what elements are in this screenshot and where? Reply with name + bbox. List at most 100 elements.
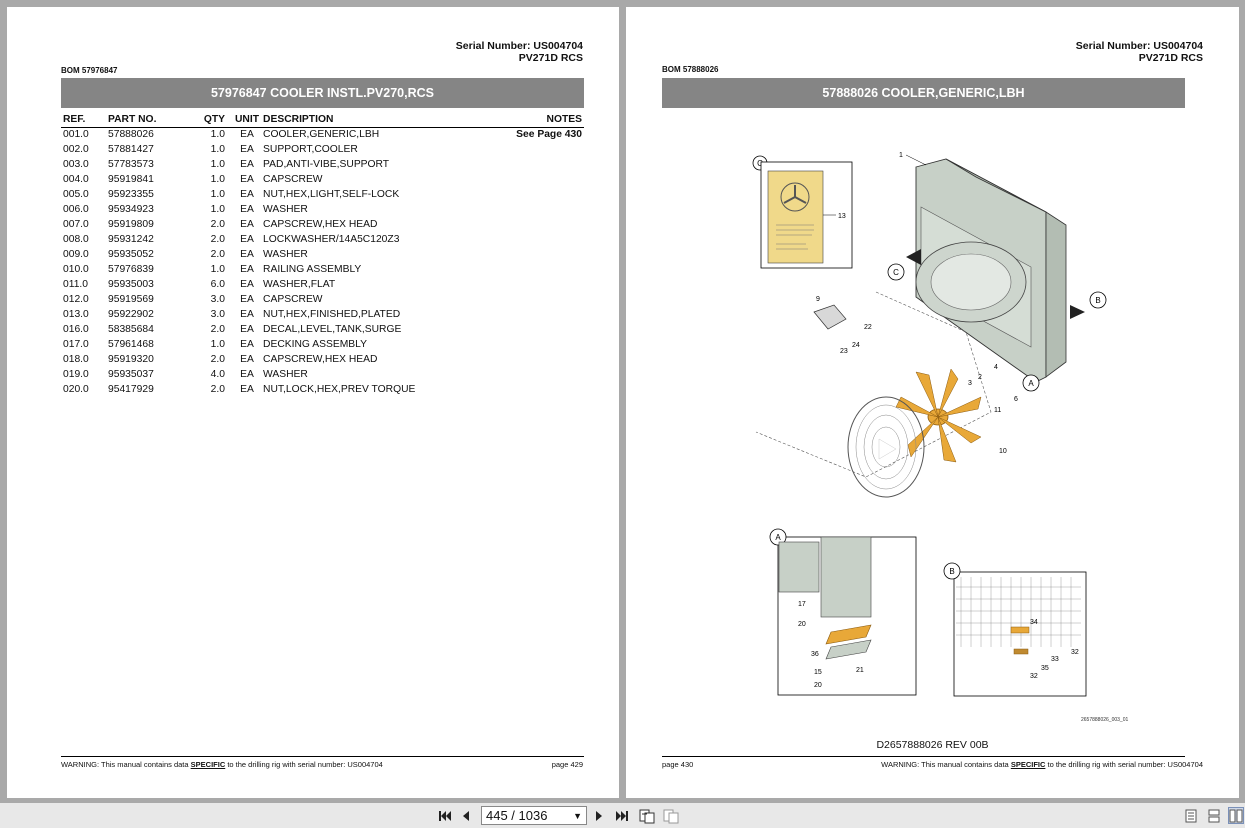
cell-part-no: 95931242 bbox=[108, 234, 154, 245]
cell-part-no: 95417929 bbox=[108, 384, 154, 395]
svg-text:24: 24 bbox=[852, 342, 860, 349]
cell-notes bbox=[501, 307, 584, 322]
cell-description: NUT,LOCK,HEX,PREV TORQUE bbox=[263, 384, 416, 395]
go-forward-icon bbox=[663, 809, 679, 823]
fan-blade-assembly bbox=[895, 368, 982, 463]
cell-qty: 1.0 bbox=[210, 204, 225, 215]
bom-label: BOM 57976847 bbox=[61, 66, 118, 75]
svg-text:11: 11 bbox=[994, 407, 1001, 414]
specific-emphasis: SPECIFIC bbox=[190, 760, 226, 769]
cell-notes bbox=[501, 202, 584, 217]
svg-text:1: 1 bbox=[899, 152, 903, 159]
cell-ref: 003.0 bbox=[63, 159, 89, 170]
page-number-select[interactable]: 445 / 1036 ▼ bbox=[481, 806, 587, 825]
svg-text:4: 4 bbox=[994, 364, 998, 371]
svg-text:B: B bbox=[1095, 296, 1100, 305]
page-number: page 430 bbox=[662, 760, 694, 769]
cell-qty: 1.0 bbox=[210, 264, 225, 275]
callout-c-ref bbox=[887, 263, 905, 281]
last-page-button[interactable] bbox=[614, 807, 630, 824]
callout-c-label: C bbox=[757, 159, 763, 168]
cell-part-no: 95935052 bbox=[108, 249, 154, 260]
arrow-to-b bbox=[1070, 305, 1085, 319]
first-page-button[interactable] bbox=[437, 807, 453, 824]
cell-description: RAILING ASSEMBLY bbox=[263, 264, 362, 275]
col-unit: UNIT bbox=[233, 112, 262, 128]
bom-title-banner: 57888026 COOLER,GENERIC,LBH bbox=[662, 78, 1185, 108]
svg-text:35: 35 bbox=[1041, 665, 1049, 672]
cell-description: NUT,HEX,LIGHT,SELF-LOCK bbox=[263, 189, 400, 200]
cell-part-no: 58385684 bbox=[108, 324, 154, 335]
anti-vibe-pad bbox=[825, 624, 872, 645]
svg-text:15: 15 bbox=[814, 669, 822, 676]
cell-description: DECAL,LEVEL,TANK,SURGE bbox=[263, 324, 402, 335]
cell-notes: See Page 430 bbox=[516, 129, 582, 141]
continuous-view-button[interactable] bbox=[1207, 807, 1221, 824]
svg-text:34: 34 bbox=[1030, 619, 1038, 626]
specific-emphasis: SPECIFIC bbox=[1010, 760, 1046, 769]
single-page-view-button[interactable] bbox=[1184, 807, 1198, 824]
cell-description: CAPSCREW bbox=[263, 174, 323, 185]
cell-qty: 1.0 bbox=[210, 159, 225, 170]
cell-ref: 010.0 bbox=[63, 264, 89, 275]
cell-qty: 1.0 bbox=[210, 189, 225, 200]
cell-part-no: 95919809 bbox=[108, 219, 154, 230]
cell-ref: 007.0 bbox=[63, 219, 89, 230]
next-page-icon bbox=[596, 810, 602, 821]
cell-unit: EA bbox=[240, 309, 254, 320]
cell-qty: 4.0 bbox=[210, 369, 225, 380]
next-page-button[interactable] bbox=[593, 807, 605, 824]
cell-unit: EA bbox=[240, 339, 254, 350]
cell-qty: 6.0 bbox=[210, 279, 225, 290]
cell-description: CAPSCREW,HEX HEAD bbox=[263, 354, 378, 365]
col-qty: QTY bbox=[193, 112, 233, 128]
cell-description: CAPSCREW,HEX HEAD bbox=[263, 219, 378, 230]
cell-notes bbox=[501, 187, 584, 202]
callout-b-ref bbox=[1089, 291, 1107, 309]
single-page-icon bbox=[1185, 809, 1197, 822]
svg-text:32: 32 bbox=[1071, 649, 1079, 656]
cell-unit: EA bbox=[240, 129, 254, 141]
cell-qty: 2.0 bbox=[210, 324, 225, 335]
cell-ref: 019.0 bbox=[63, 369, 89, 380]
serial-block: Serial Number: US004704 PV271D RCS bbox=[456, 40, 583, 64]
go-forward-button[interactable] bbox=[662, 807, 680, 824]
facing-pages-view-button[interactable] bbox=[1228, 807, 1244, 824]
svg-text:2: 2 bbox=[978, 374, 982, 381]
cell-notes bbox=[501, 352, 584, 367]
go-back-button[interactable] bbox=[638, 807, 656, 824]
diagram-title: D2657888026 REV 00B bbox=[876, 739, 989, 751]
cell-unit: EA bbox=[240, 384, 254, 395]
cell-description: NUT,HEX,FINISHED,PLATED bbox=[263, 309, 401, 320]
cell-qty: 2.0 bbox=[210, 384, 225, 395]
cell-part-no: 95919569 bbox=[108, 294, 154, 305]
fan-guard bbox=[847, 396, 925, 498]
cell-qty: 2.0 bbox=[210, 249, 225, 260]
cell-ref: 016.0 bbox=[63, 324, 89, 335]
go-back-icon bbox=[639, 809, 655, 823]
cell-part-no: 95935003 bbox=[108, 279, 154, 290]
cell-ref: 006.0 bbox=[63, 204, 89, 215]
svg-text:32: 32 bbox=[1030, 673, 1038, 680]
cell-notes bbox=[501, 232, 584, 247]
cell-ref: 005.0 bbox=[63, 189, 89, 200]
facing-pages-icon bbox=[1229, 809, 1243, 822]
cell-ref: 017.0 bbox=[63, 339, 89, 350]
cell-part-no: 57888026 bbox=[108, 129, 154, 141]
svg-text:33: 33 bbox=[1051, 656, 1059, 663]
prev-page-button[interactable] bbox=[460, 807, 472, 824]
cell-ref: 001.0 bbox=[63, 129, 89, 141]
cell-unit: EA bbox=[240, 144, 254, 155]
cell-notes bbox=[501, 262, 584, 277]
footer-warning: WARNING: This manual contains data SPECI… bbox=[881, 760, 1203, 769]
cell-unit: EA bbox=[240, 354, 254, 365]
cell-part-no: 57783573 bbox=[108, 159, 154, 170]
cell-unit: EA bbox=[240, 189, 254, 200]
col-part-no: PART NO. bbox=[106, 112, 193, 128]
cell-ref: 020.0 bbox=[63, 384, 89, 395]
cell-unit: EA bbox=[240, 234, 254, 245]
